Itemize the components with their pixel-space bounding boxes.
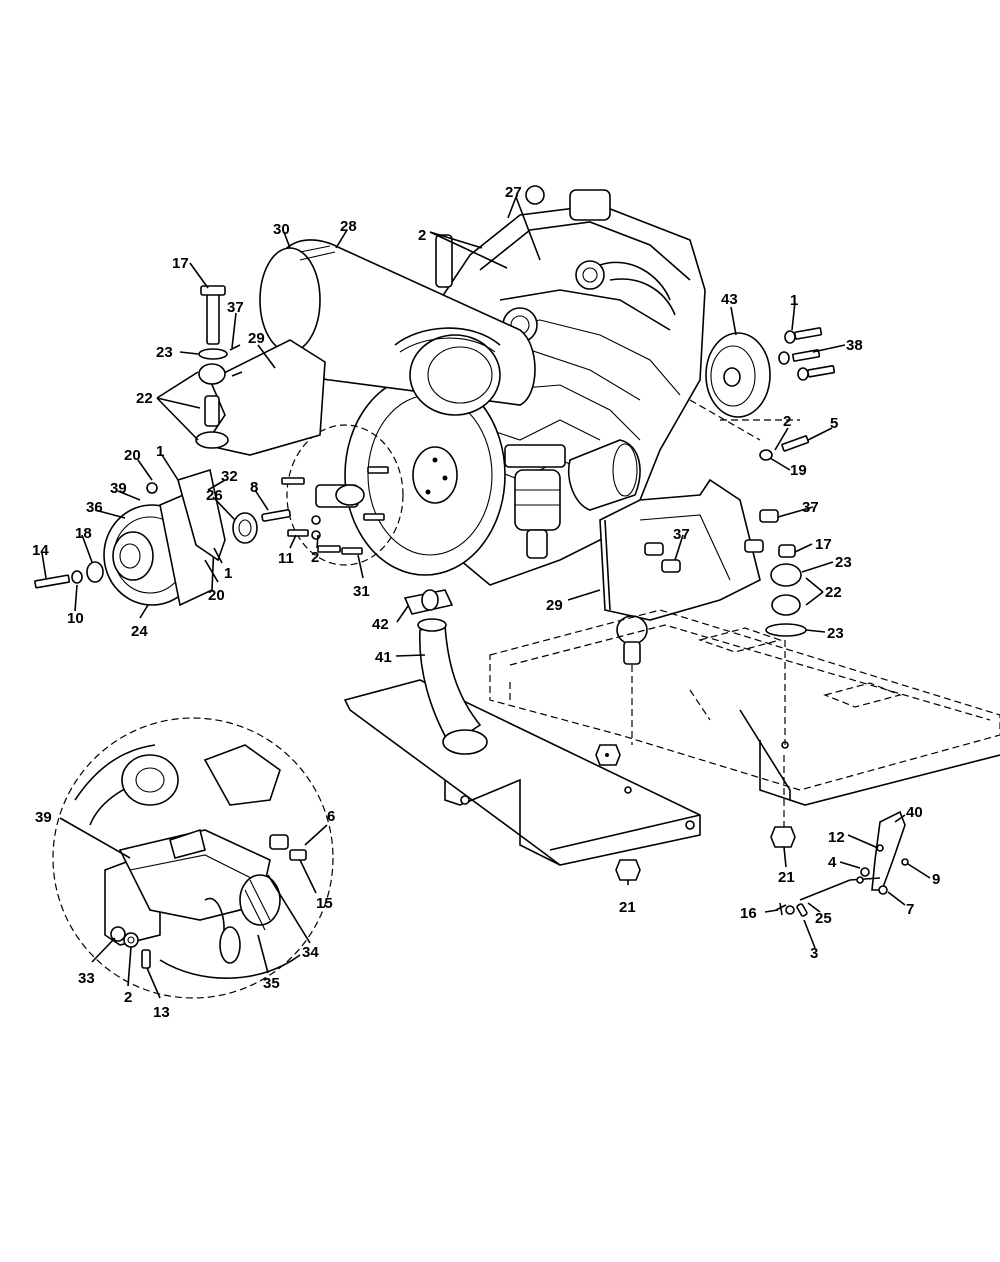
muffler	[259, 239, 536, 416]
engine-pulley	[705, 332, 771, 418]
callout-5: 5	[830, 415, 838, 432]
callout-12: 12	[828, 829, 845, 846]
adapter-bolts	[281, 466, 389, 555]
callout-15: 15	[316, 895, 333, 912]
callout-34: 34	[302, 944, 319, 961]
adapter-plate	[286, 424, 404, 566]
callout-2d: 2	[124, 989, 132, 1006]
left-isolator-stack	[195, 285, 243, 449]
frame	[343, 609, 1000, 881]
callout-17: 17	[172, 255, 189, 272]
callout-2: 2	[418, 227, 426, 244]
callout-11: 11	[278, 550, 294, 567]
callout-9: 9	[932, 871, 940, 888]
callout-4: 4	[828, 854, 837, 871]
callout-23: 23	[156, 344, 173, 361]
callout-20: 20	[124, 447, 141, 464]
callout-25: 25	[815, 910, 832, 927]
callout-8: 8	[250, 479, 258, 496]
right-isolator-stack	[765, 544, 807, 637]
pto-clutch	[103, 482, 216, 607]
key	[261, 509, 291, 522]
exhaust-pipe	[403, 589, 488, 755]
callout-19: 19	[790, 462, 807, 479]
callout-17b: 17	[815, 536, 832, 553]
callout-38: 38	[846, 337, 863, 354]
callout-37b: 37	[802, 499, 819, 516]
callout-2c: 2	[783, 413, 791, 430]
engine-bracket-right	[599, 478, 761, 665]
callout-37c: 37	[673, 526, 690, 543]
callout-32: 32	[221, 468, 238, 485]
callout-30: 30	[273, 221, 290, 238]
callout-labels: 27 2 28 30 17 37 29 23 22 1 20 32 39 8 2…	[32, 184, 940, 1021]
callout-27: 27	[505, 184, 522, 201]
callout-35: 35	[263, 975, 280, 992]
callout-6: 6	[327, 808, 335, 825]
callout-23c: 23	[827, 625, 844, 642]
pulley-bolts	[759, 327, 836, 461]
callout-21: 21	[778, 869, 795, 886]
callout-31: 31	[353, 583, 370, 600]
callout-20b: 20	[208, 587, 225, 604]
clutch-bracket	[177, 468, 226, 562]
callout-7: 7	[906, 901, 914, 918]
callout-42: 42	[372, 616, 389, 633]
callout-14: 14	[32, 542, 49, 559]
callout-22: 22	[136, 390, 153, 407]
callout-24: 24	[131, 623, 148, 640]
leader-lines	[41, 196, 931, 999]
callout-21b: 21	[619, 899, 636, 916]
callout-23b: 23	[835, 554, 852, 571]
callout-1b: 1	[224, 565, 232, 582]
callout-18: 18	[75, 525, 92, 542]
callout-26: 26	[206, 487, 223, 504]
bolt-14	[34, 574, 71, 589]
callout-41: 41	[375, 649, 392, 666]
callout-22b: 22	[825, 584, 842, 601]
callout-3: 3	[810, 945, 818, 962]
callout-40: 40	[906, 804, 923, 821]
throttle-control	[775, 810, 909, 917]
callout-36: 36	[86, 499, 103, 516]
callout-10: 10	[67, 610, 84, 627]
callout-39: 39	[110, 480, 127, 497]
callout-1: 1	[156, 443, 164, 460]
detail-inset	[52, 717, 334, 999]
muffler-bracket-left	[203, 339, 326, 456]
callout-16: 16	[740, 905, 757, 922]
callout-29: 29	[248, 330, 265, 347]
callout-13: 13	[153, 1004, 170, 1021]
callout-2b: 2	[311, 549, 319, 566]
callout-28: 28	[340, 218, 357, 235]
callout-37: 37	[227, 299, 244, 316]
callout-33: 33	[78, 970, 95, 987]
callout-43: 43	[721, 291, 738, 308]
callout-1c: 1	[790, 292, 798, 309]
callout-29b: 29	[546, 597, 563, 614]
callout-39b: 39	[35, 809, 52, 826]
spacer	[232, 512, 258, 544]
